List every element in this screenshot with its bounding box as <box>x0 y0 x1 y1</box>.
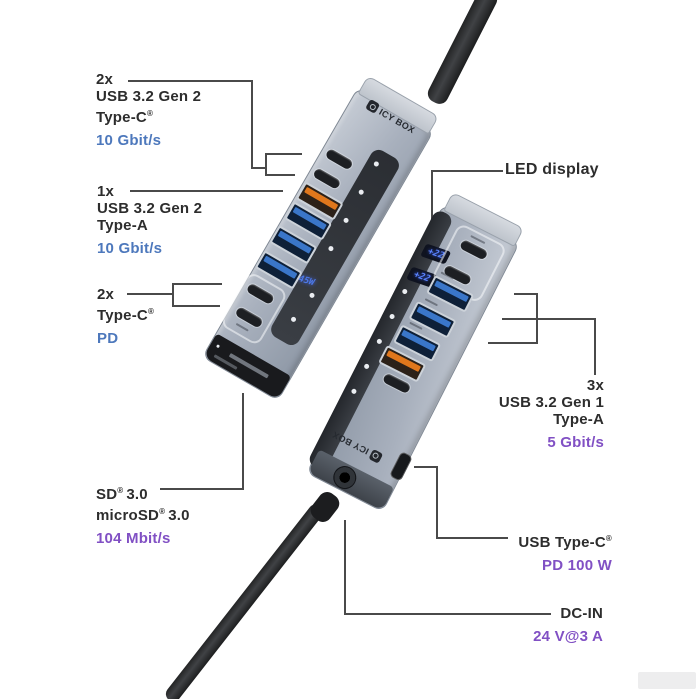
led-dot <box>308 291 316 299</box>
callout-line <box>172 283 174 307</box>
callout-led-display: LED display <box>505 161 599 178</box>
callout-line <box>242 393 244 490</box>
usb-c-port <box>324 147 354 171</box>
registered-mark: ® <box>605 534 612 543</box>
callout-line <box>172 283 222 285</box>
usb-c-pd-port <box>245 282 275 306</box>
callout-qty: 2x <box>96 71 114 88</box>
callout-line <box>431 170 503 172</box>
led-dot <box>372 160 380 168</box>
callout-name: USB 3.2 Gen 1 <box>498 394 604 411</box>
callout-line <box>344 520 346 615</box>
registered-mark: ® <box>117 486 124 495</box>
callout-line <box>594 318 596 375</box>
callout-usb-c-pd: 2x Type-C® PD <box>97 286 154 347</box>
callout-line <box>488 342 538 344</box>
led-dot <box>350 387 358 395</box>
callout-line <box>127 293 174 295</box>
callout-usb-a-gen2: 1x USB 3.2 Gen 2 Type-A 10 Gbit/s <box>97 183 202 257</box>
callout-usb-c-gen2: 2x USB 3.2 Gen 2 Type-C® 10 Gbit/s <box>96 71 201 149</box>
led-dot <box>290 315 297 323</box>
usb-c-pd100-side-port <box>388 450 414 482</box>
registered-mark: ® <box>146 109 154 118</box>
callout-speed: 10 Gbit/s <box>96 132 162 149</box>
callout-line <box>251 80 253 169</box>
usb-host-cable <box>424 0 501 107</box>
callout-name: DC-IN <box>560 605 603 622</box>
led-dot <box>357 188 365 196</box>
callout-name: Type-C® <box>96 109 154 126</box>
led-dot <box>342 216 350 224</box>
port-label-mark <box>235 322 249 332</box>
callout-line <box>431 170 433 233</box>
registered-mark: ® <box>147 307 155 316</box>
callout-line <box>130 190 283 192</box>
callout-line <box>251 167 267 169</box>
dc-barrel-jack <box>329 462 361 494</box>
callout-qty: 1x <box>97 183 115 200</box>
led-dot <box>363 363 371 370</box>
callout-name: Type-A <box>553 411 604 428</box>
watermark <box>638 672 696 689</box>
callout-line <box>436 466 438 539</box>
led-dot <box>327 245 335 252</box>
callout-line <box>172 305 220 307</box>
callout-usb-c-pd100: USB Type-C® PD 100 W <box>518 530 612 574</box>
callout-line <box>414 466 438 468</box>
callout-speed: 10 Gbit/s <box>97 240 163 257</box>
callout-speed: PD <box>97 330 119 347</box>
callout-name: Type-C® <box>97 307 155 324</box>
callout-speed: 24 V@3 A <box>533 628 603 645</box>
callout-dc-in: DC-IN 24 V@3 A <box>533 605 603 645</box>
status-led <box>215 344 221 349</box>
callout-name: Type-A <box>97 217 148 234</box>
callout-speed: 104 Mbit/s <box>96 530 171 547</box>
card-reader-end <box>203 333 292 400</box>
callout-line <box>128 80 253 82</box>
callout-line <box>265 154 267 176</box>
callout-name: SD®3.0 <box>96 486 148 503</box>
callout-name: LED display <box>505 161 599 178</box>
callout-line <box>514 293 538 295</box>
callout-name: USB 3.2 Gen 2 <box>96 88 202 105</box>
registered-mark: ® <box>159 507 166 516</box>
led-dot <box>401 288 409 295</box>
callout-name: USB Type-C® <box>518 534 612 551</box>
callout-qty: 3x <box>586 377 604 394</box>
callout-line <box>265 174 295 176</box>
callout-line <box>502 318 596 320</box>
callout-name: microSD®3.0 <box>96 507 190 524</box>
callout-line <box>160 488 244 490</box>
callout-card-reader: SD®3.0 microSD®3.0 104 Mbit/s <box>96 482 190 547</box>
callout-line <box>436 537 508 539</box>
led-dot <box>375 338 383 345</box>
usb-c-port <box>312 167 342 191</box>
icybox-beetle-icon <box>368 448 384 464</box>
callout-line <box>265 153 302 155</box>
callout-qty: 2x <box>97 286 115 303</box>
callout-name: USB 3.2 Gen 2 <box>97 200 203 217</box>
callout-speed: 5 Gbit/s <box>547 434 604 451</box>
callout-usb-a-gen1: 3x USB 3.2 Gen 1 Type-A 5 Gbit/s <box>499 377 604 451</box>
callout-line <box>536 293 538 344</box>
callout-line <box>344 613 551 615</box>
callout-speed: PD 100 W <box>542 557 612 574</box>
led-dot <box>388 313 396 320</box>
